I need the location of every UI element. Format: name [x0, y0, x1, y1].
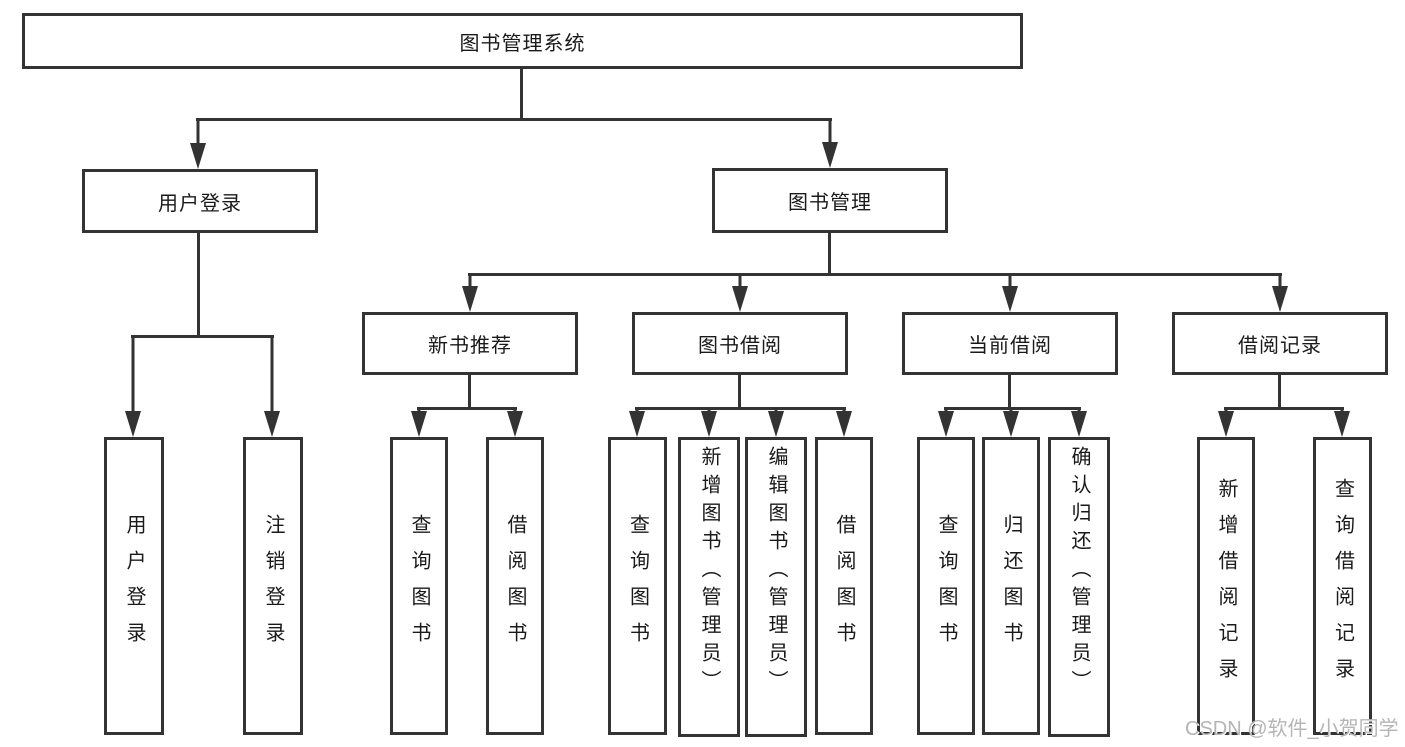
node-new-book-rec: 新书推荐 [362, 312, 578, 375]
arrowhead-icon [462, 286, 478, 312]
arrowhead-icon [768, 411, 784, 437]
connector-mgmt-rail [468, 273, 1282, 276]
arrowhead-icon [190, 143, 206, 169]
node-book-borrow: 图书借阅 [632, 312, 848, 375]
connector-root-stem [520, 68, 523, 121]
arrowhead-icon [822, 142, 838, 168]
arrowhead-icon [1071, 411, 1087, 437]
leaf-query-books-1: 查询图书 [390, 437, 448, 735]
connector-current-stem [1008, 375, 1011, 410]
arrow-to-user-login [190, 118, 206, 169]
leaf-logout: 注销登录 [243, 437, 303, 735]
arrowhead-icon [629, 411, 645, 437]
node-root: 图书管理系统 [22, 13, 1023, 69]
leaf-borrow-books-1: 借阅图书 [486, 437, 544, 735]
arrow-leaf [701, 407, 717, 437]
leaf-confirm-return-admin: 确认归还（管理员） [1048, 437, 1110, 737]
csdn-watermark: CSDN @软件_小贺同学 [1185, 718, 1399, 740]
leaf-return-books: 归还图书 [982, 437, 1040, 735]
node-borrow-records: 借阅记录 [1172, 312, 1388, 375]
arrowhead-icon [1334, 411, 1350, 437]
arrow-leaf [1334, 407, 1350, 437]
connector-records-stem [1278, 375, 1281, 410]
arrow-to-borrow-records [1272, 273, 1288, 312]
arrow-leaf [938, 407, 954, 437]
connector-borrow-stem [738, 375, 741, 410]
leaf-user-login: 用户登录 [104, 437, 164, 735]
arrow-to-login-leaf-1 [125, 335, 141, 437]
connector-root-rail [196, 118, 832, 121]
arrow-to-login-leaf-2 [264, 335, 280, 437]
leaf-borrow-books-2: 借阅图书 [815, 437, 873, 735]
arrow-leaf [836, 407, 852, 437]
arrowhead-icon [264, 411, 280, 437]
arrow-to-book-borrow [732, 273, 748, 312]
arrowhead-icon [1272, 286, 1288, 312]
arrow-to-current-borrow [1002, 273, 1018, 312]
leaf-query-borrow-record: 查询借阅记录 [1313, 437, 1372, 735]
arrowhead-icon [836, 411, 852, 437]
arrow-leaf [1218, 407, 1234, 437]
arrow-leaf [1003, 407, 1019, 437]
node-current-borrow: 当前借阅 [902, 312, 1118, 375]
arrow-leaf [507, 407, 523, 437]
arrowhead-icon [1218, 411, 1234, 437]
connector-newbook-rail [417, 407, 517, 410]
connector-borrow-rail [635, 407, 846, 410]
arrowhead-icon [701, 411, 717, 437]
node-user-login: 用户登录 [82, 169, 318, 233]
arrowhead-icon [507, 411, 523, 437]
connector-login-stem [197, 232, 200, 338]
arrow-leaf [629, 407, 645, 437]
arrowhead-icon [1003, 411, 1019, 437]
leaf-add-books-admin: 新增图书（管理员） [678, 437, 740, 737]
arrow-leaf [768, 407, 784, 437]
arrow-leaf [1071, 407, 1087, 437]
connector-mgmt-stem [828, 233, 831, 276]
arrow-to-new-book [462, 273, 478, 312]
arrow-leaf [411, 407, 427, 437]
leaf-query-books-2: 查询图书 [608, 437, 667, 735]
arrowhead-icon [1002, 286, 1018, 312]
leaf-edit-books-admin: 编辑图书（管理员） [745, 437, 807, 737]
arrowhead-icon [938, 411, 954, 437]
arrowhead-icon [411, 411, 427, 437]
connector-current-rail [944, 407, 1081, 410]
leaf-add-borrow-record: 新增借阅记录 [1197, 437, 1255, 735]
arrowhead-icon [732, 286, 748, 312]
arrowhead-icon [125, 411, 141, 437]
connector-records-rail [1224, 407, 1344, 410]
connector-login-rail [131, 335, 274, 338]
arrow-to-book-mgmt [822, 118, 838, 168]
leaf-query-books-3: 查询图书 [917, 437, 975, 735]
node-book-mgmt: 图书管理 [712, 168, 948, 233]
connector-newbook-stem [468, 375, 471, 410]
